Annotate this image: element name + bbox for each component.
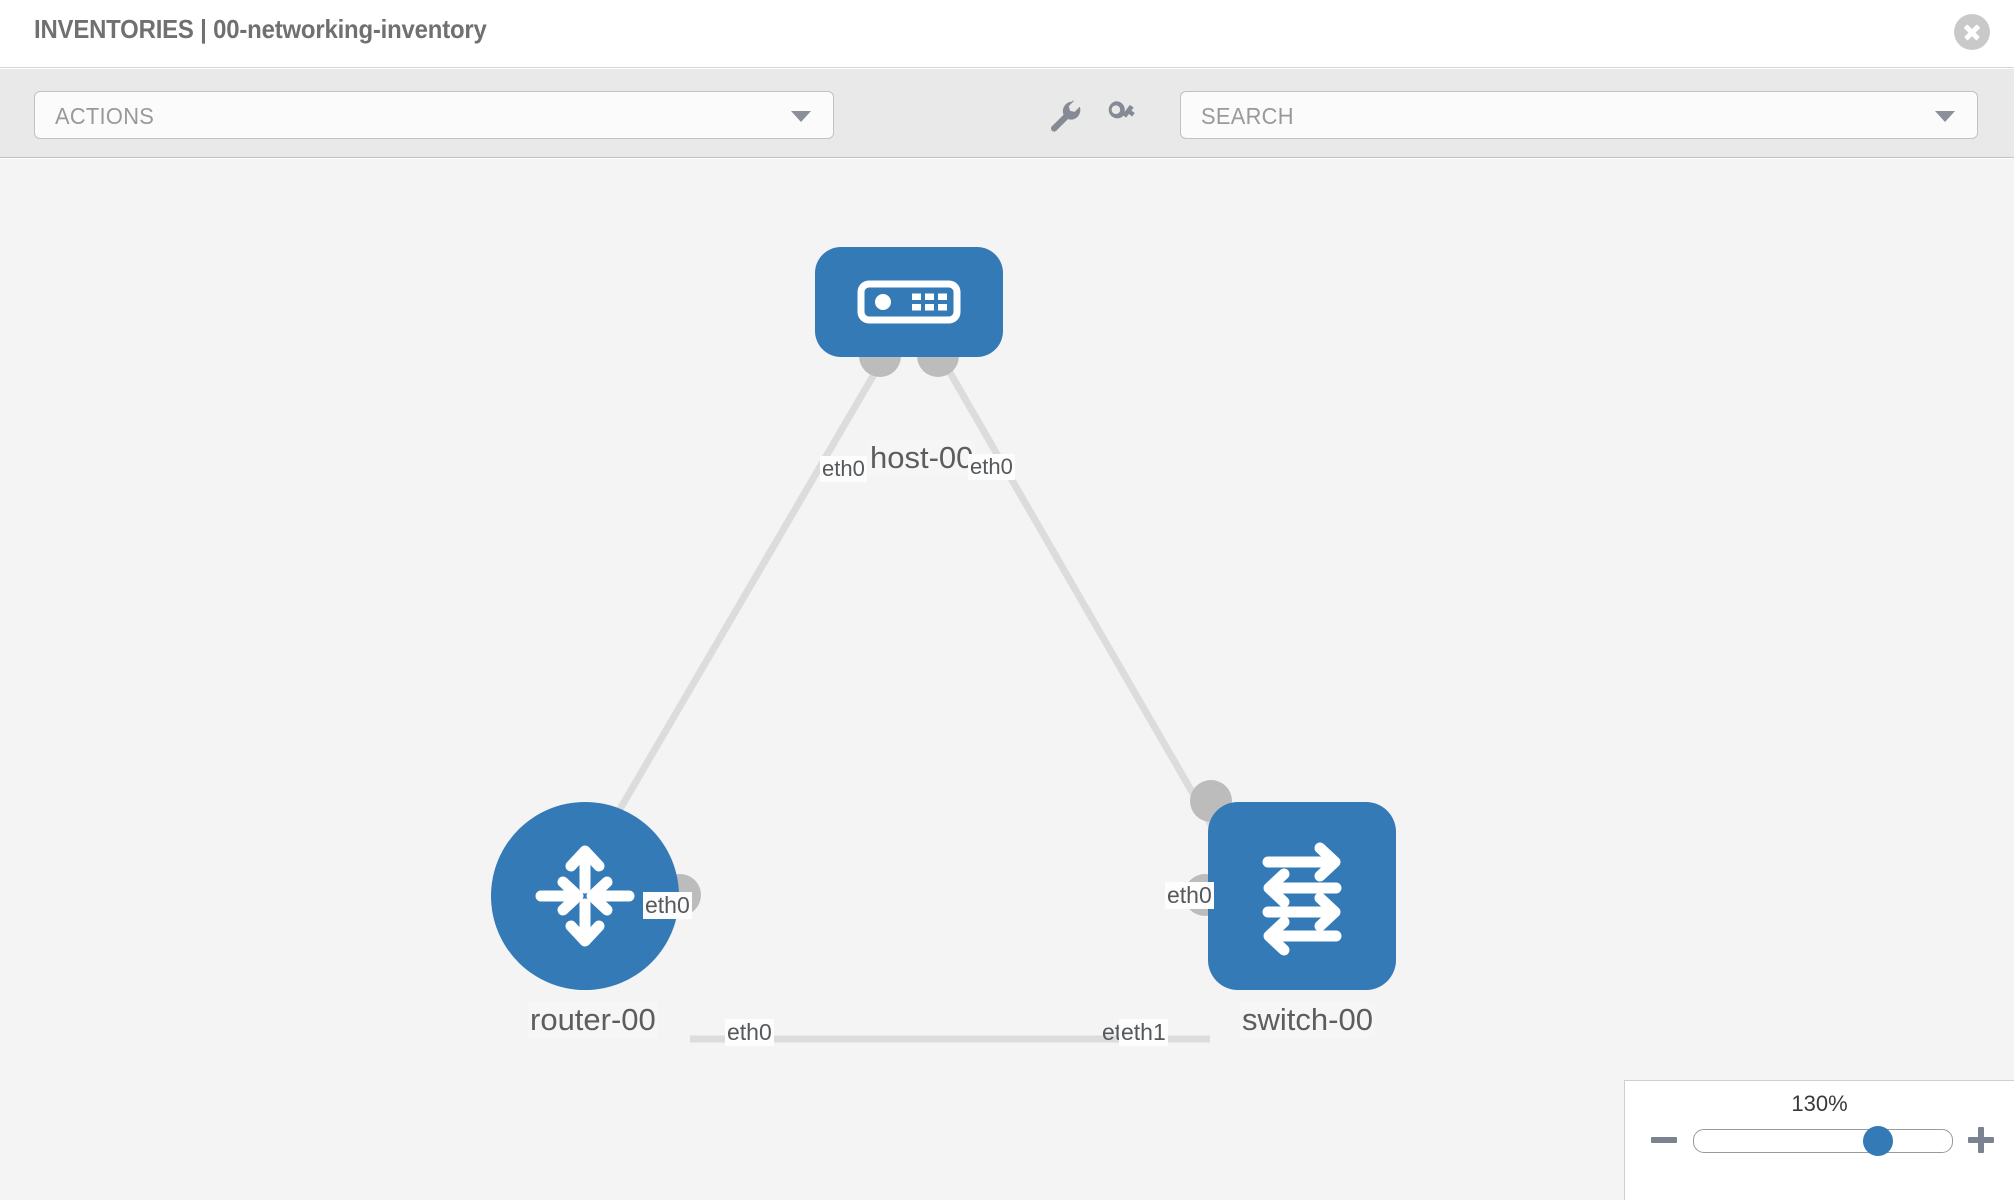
switch-arrows-icon (1262, 842, 1342, 956)
node-label-host-00: host-00 (868, 440, 976, 476)
zoom-out-button[interactable] (1649, 1125, 1679, 1155)
edge-label-host-left: eth0 (820, 456, 867, 482)
page-header: INVENTORIES | 00-networking-inventory (0, 0, 2014, 68)
zoom-in-button[interactable] (1966, 1125, 1996, 1155)
actions-dropdown[interactable]: ACTIONS (34, 91, 834, 139)
node-label-router-00: router-00 (528, 1002, 658, 1038)
topology-canvas[interactable]: eth0 host-00 eth0 (0, 159, 2014, 1200)
actions-dropdown-label: ACTIONS (55, 103, 155, 129)
key-icon[interactable] (1102, 95, 1142, 135)
zoom-slider-track[interactable] (1693, 1129, 1953, 1153)
edge-label-host-right: eth0 (968, 454, 1015, 480)
edge-label-switch-left-front: eth1 (1119, 1019, 1168, 1046)
zoom-slider-thumb[interactable] (1863, 1126, 1893, 1156)
search-placeholder: SEARCH (1201, 103, 1294, 129)
page-title: INVENTORIES | 00-networking-inventory (34, 14, 487, 44)
zoom-level-value: 130% (1791, 1091, 1848, 1116)
switch-node-shape[interactable] (1208, 802, 1396, 990)
router-arrows-icon (535, 845, 635, 947)
edge-label-switch-upper: eth0 (1165, 882, 1214, 909)
close-icon[interactable] (1954, 14, 1990, 50)
toolbar: ACTIONS SEARCH (0, 69, 2014, 158)
topology-links (581, 362, 1229, 1043)
search-input[interactable]: SEARCH (1180, 91, 1978, 139)
zoom-control-panel: 130% (1624, 1080, 2014, 1200)
server-icon (857, 280, 961, 324)
host-node-shape[interactable] (815, 247, 1003, 357)
edge-label-router-upper: eth0 (643, 892, 692, 919)
chevron-down-icon (791, 111, 811, 122)
wrench-icon[interactable] (1044, 95, 1084, 135)
node-label-switch-00: switch-00 (1240, 1002, 1375, 1038)
edge-label-router-right: eth0 (725, 1019, 774, 1046)
node-host-00[interactable] (815, 247, 1003, 377)
chevron-down-icon[interactable] (1935, 111, 1955, 122)
node-switch-00[interactable] (1184, 780, 1396, 990)
